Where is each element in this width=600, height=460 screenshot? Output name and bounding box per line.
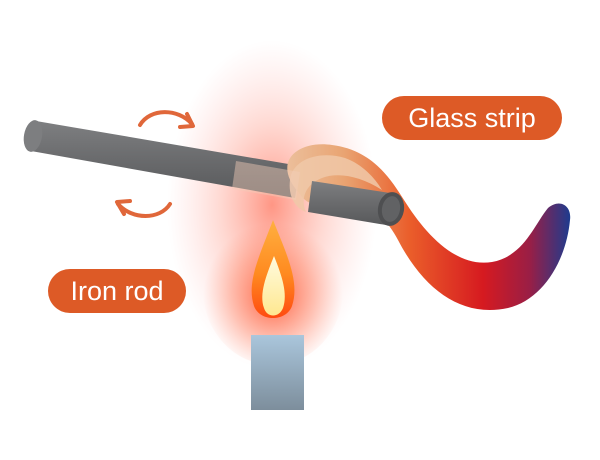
burner [251, 335, 304, 410]
iron-rod-label: Iron rod [48, 269, 186, 313]
flame-icon [251, 220, 295, 318]
rotation-arrow-top-icon [138, 110, 195, 129]
heated-rod-section [232, 161, 300, 200]
iron-rod [23, 120, 300, 198]
iron-rod-end [308, 181, 405, 226]
rotation-arrow-bottom-icon [115, 199, 172, 218]
glass-strip-label: Glass strip [382, 96, 562, 140]
glass-strip [287, 144, 571, 311]
